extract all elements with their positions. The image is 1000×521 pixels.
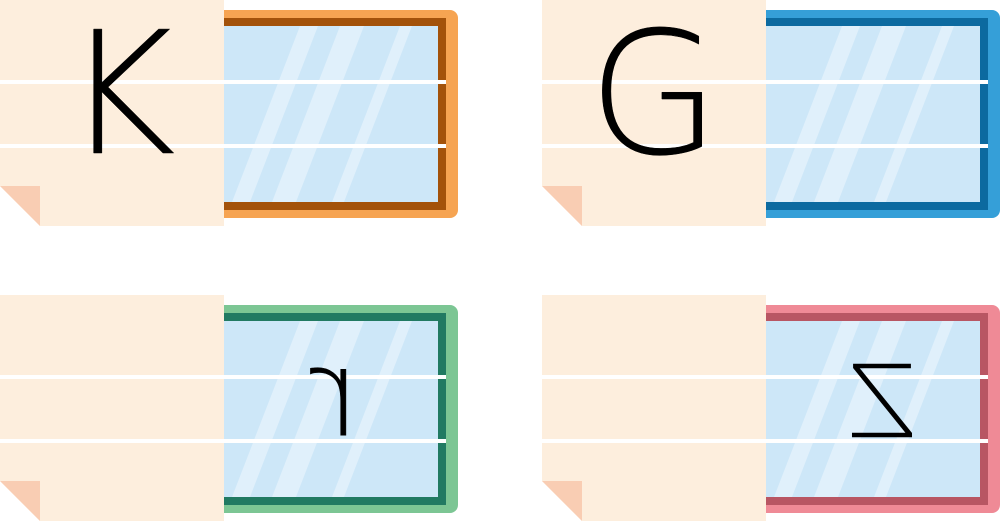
paper-sheet (0, 0, 224, 226)
card-illustration (542, 295, 1000, 521)
rule-line (542, 439, 988, 443)
letter-card-g: G (542, 0, 1000, 226)
rule-line (0, 80, 446, 84)
glass-shine (874, 26, 954, 202)
glass-shine (874, 321, 954, 497)
letter-card-r: r (0, 295, 458, 521)
card-letter-mirrored: r (310, 325, 360, 465)
glass-shine (272, 26, 364, 202)
paper-fold-corner (542, 186, 582, 226)
card-illustration (0, 0, 458, 226)
glass-shine (332, 321, 412, 497)
paper-sheet (542, 0, 766, 226)
glass-shine (232, 321, 318, 497)
glass-shine (232, 26, 318, 202)
glass-shine (774, 26, 860, 202)
rule-line (0, 375, 446, 379)
letter-card-z: Z (542, 295, 1000, 521)
paper-fold-corner (0, 481, 40, 521)
paper-fold-corner (542, 481, 582, 521)
card-illustration (0, 295, 458, 521)
rule-line (0, 439, 446, 443)
card-letter: K (64, 0, 176, 194)
glass-shine (272, 321, 364, 497)
rule-line (0, 144, 446, 148)
letter-card-k: K (0, 0, 458, 226)
card-letter: G (588, 0, 720, 194)
paper-sheet (0, 295, 224, 521)
card-illustration (542, 0, 1000, 226)
card-letter-mirrored: Z (847, 344, 917, 462)
glass-shine (814, 26, 906, 202)
rule-line (542, 375, 988, 379)
glass-shine (814, 321, 906, 497)
glass-shine (774, 321, 860, 497)
paper-fold-corner (0, 186, 40, 226)
paper-sheet (542, 295, 766, 521)
glass-shine (332, 26, 412, 202)
rule-line (542, 80, 988, 84)
rule-line (542, 144, 988, 148)
